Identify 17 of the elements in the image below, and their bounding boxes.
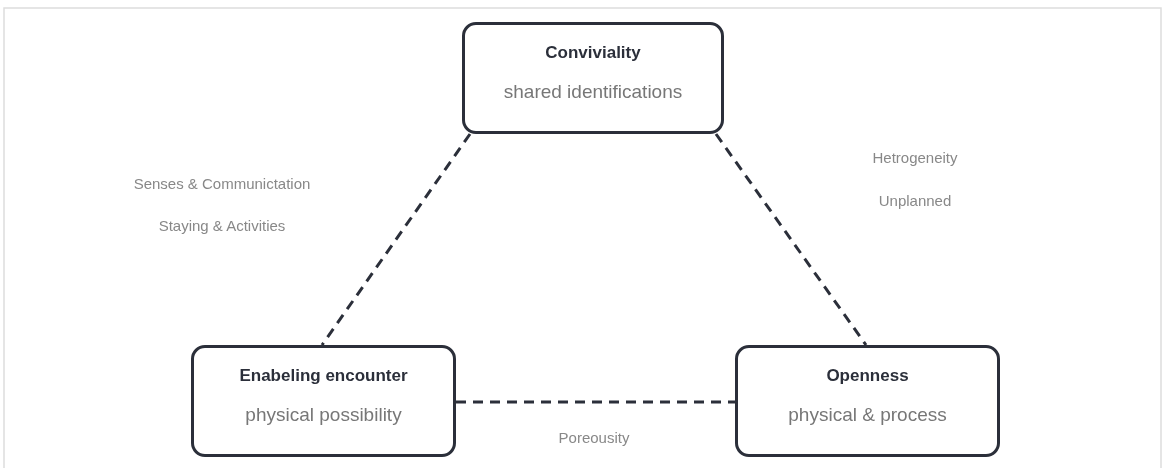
concept-box	[462, 22, 724, 134]
dashed-connector	[714, 133, 868, 346]
concept-subtitle: physical & process	[788, 404, 947, 426]
annotation-text: Unplanned	[878, 192, 952, 209]
concept-subtitle: shared identifications	[503, 81, 683, 103]
dashed-connector	[456, 400, 735, 404]
concept-subtitle: physical possibility	[245, 404, 402, 426]
annotation-text: Staying & Activities	[158, 217, 286, 234]
annotation-text: Hetrogeneity	[872, 149, 958, 166]
concept-title: Openness	[826, 366, 909, 386]
annotation-text: Senses & Communictation	[133, 175, 311, 192]
concept-title: Enabeling encounter	[239, 366, 408, 386]
concept-box	[735, 345, 1000, 457]
concept-box	[191, 345, 456, 457]
dashed-connector	[320, 133, 472, 346]
concept-title: Conviviality	[545, 43, 641, 63]
annotation-text: Poreousity	[558, 429, 630, 446]
